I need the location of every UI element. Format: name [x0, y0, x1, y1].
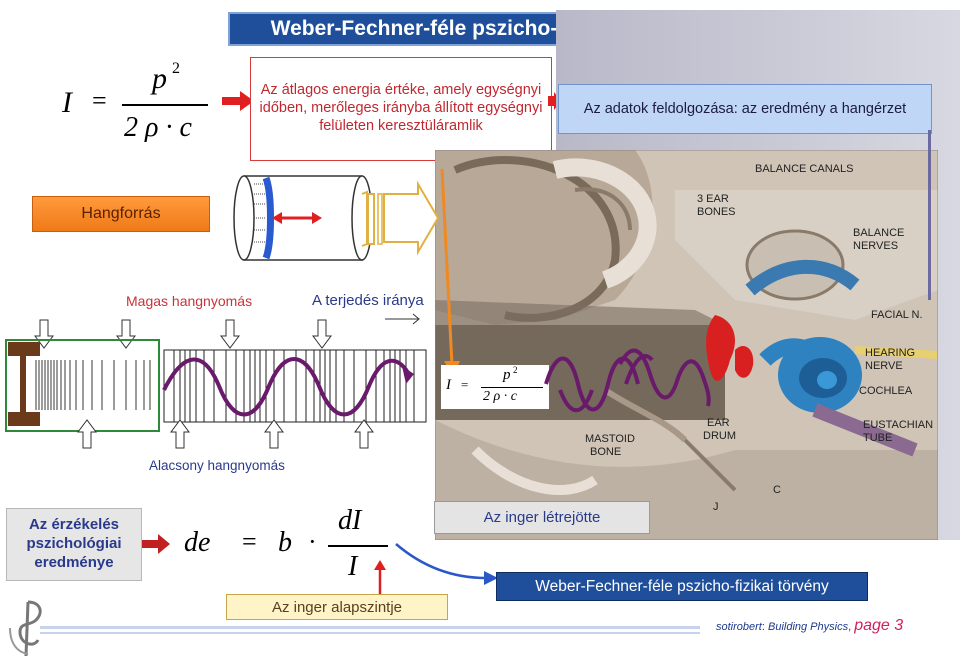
sound-source-label: Hangforrás: [32, 196, 210, 232]
formula-lhs: I: [62, 86, 72, 119]
divider-line: [928, 130, 931, 300]
intensity-formula-small: I = p 2 2 ρ · c: [441, 365, 549, 409]
arrow-right-icon-2: [548, 92, 561, 110]
wf-de: de: [184, 527, 211, 558]
ear-label-ear-drum-2: DRUM: [703, 430, 736, 442]
ear-label-cochlea: COCHLEA: [859, 385, 913, 397]
ear-label-balance-nerves-1: BALANCE: [853, 227, 904, 239]
footer: sotirobert: Building Physics, page 3: [716, 617, 903, 635]
footer-sep: :: [761, 621, 765, 633]
ear-label-facial: FACIAL N.: [871, 309, 923, 321]
arrow-right-icon-3: [142, 534, 170, 554]
ear-label-balance-canals: BALANCE CANALS: [755, 163, 853, 175]
formula-small-num: p: [503, 367, 511, 383]
wf-b: b: [278, 527, 292, 558]
formula-numerator: p: [152, 62, 167, 95]
arrow-up-icon: [374, 560, 386, 594]
propagation-arrow-icon: [385, 313, 420, 325]
formula-eq: =: [92, 86, 107, 115]
formula-small-den: 2 ρ · c: [483, 389, 517, 404]
wf-numerator: dI: [338, 505, 362, 536]
logo-icon: [9, 600, 42, 657]
footer-course: Building Physics: [767, 621, 849, 633]
high-pressure-label: Magas hangnyomás: [126, 293, 253, 309]
sound-wave-diagram: [8, 342, 427, 426]
ear-label-hearing-nerve-1: HEARING: [865, 347, 915, 359]
wf-dot: ·: [308, 527, 317, 556]
ear-label-eustachian-2: TUBE: [863, 432, 892, 444]
formula-exponent: 2: [172, 60, 180, 77]
formula-denominator: 2 ρ · c: [124, 112, 192, 143]
wf-denominator: I: [348, 551, 358, 582]
ear-label-mastoid-1: MASTOID: [585, 433, 635, 445]
low-pressure-label: Alacsony hangnyomás: [149, 458, 285, 473]
propagation-label: A terjedés iránya: [312, 292, 424, 309]
ear-label-ear-bones-2: BONES: [697, 206, 736, 218]
pressure-arrows-top: [34, 319, 332, 349]
formula-small-exp: 2: [513, 365, 518, 375]
ear-label-ear-drum-1: EAR: [707, 417, 730, 429]
footer-page: page 3: [854, 617, 904, 634]
intensity-formula: I = p 2 2 ρ · c: [62, 56, 222, 156]
footer-line: [40, 626, 700, 629]
law-box: Weber-Fechner-féle pszicho-fizikai törvé…: [496, 572, 868, 601]
arrow-curve-icon: [395, 543, 498, 585]
formula-small-line: [481, 387, 543, 388]
ear-sound-waves: [544, 348, 711, 413]
pressure-arrows-bottom: [77, 419, 374, 449]
ear-label-ear-bones-1: 3 EAR: [697, 193, 729, 205]
wf-eq: =: [242, 527, 257, 556]
ear-label-eustachian-1: EUSTACHIAN: [863, 419, 933, 431]
perception-result-box: Az érzékelés pszichológiai eredménye: [6, 508, 142, 581]
arrow-right-icon: [222, 91, 254, 111]
footer-line-2: [40, 632, 700, 634]
ear-label-j: J: [713, 501, 719, 513]
ear-anatomy-illustration: BALANCE CANALS 3 EAR BONES BALANCE NERVE…: [435, 150, 938, 540]
weber-fechner-formula: de = b · dI I: [178, 505, 398, 595]
piston-cylinder-diagram: [233, 175, 440, 261]
energy-definition-box: Az átlagos energia értéke, amely egységn…: [250, 57, 552, 161]
orange-arrow-icon: [440, 168, 460, 377]
ear-label-hearing-nerve-2: NERVE: [865, 360, 903, 372]
threshold-box: Az inger alapszintje: [226, 594, 448, 620]
wf-fraction-line: [328, 545, 388, 547]
stimulus-box: Az inger létrejötte: [434, 501, 650, 534]
ear-label-c: C: [773, 484, 781, 496]
footer-author: sotirobert: [716, 621, 762, 633]
ear-label-balance-nerves-2: NERVES: [853, 240, 898, 252]
processing-box: Az adatok feldolgozása: az eredmény a ha…: [558, 84, 932, 134]
footer-comma: ,: [848, 621, 852, 633]
formula-fraction-line: [122, 104, 208, 106]
ear-label-mastoid-2: BONE: [590, 446, 621, 458]
formula-small-lhs: I: [446, 377, 451, 393]
formula-small-eq: =: [461, 377, 469, 392]
